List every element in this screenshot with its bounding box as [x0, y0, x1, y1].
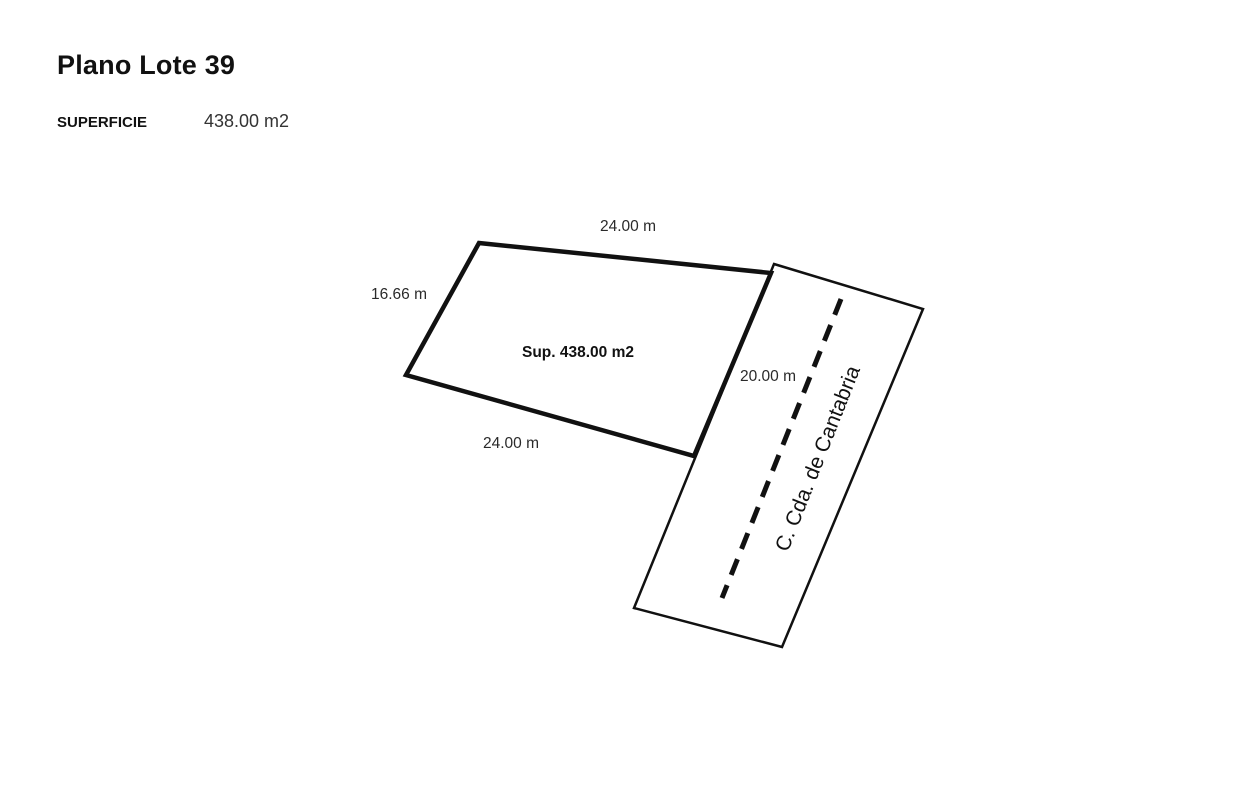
area-label: SUPERFICIE [57, 114, 148, 131]
dimension-bottom: 24.00 m [483, 435, 539, 452]
street-centerline [719, 298, 844, 599]
area-value: 438.00 m2 [204, 111, 290, 131]
street-strip [632, 262, 925, 649]
page-title: Plano Lote 39 [57, 50, 236, 80]
lot-boundary [402, 240, 775, 459]
dimension-top: 24.00 m [600, 218, 656, 235]
street-name-label: C. Cda. de Cantabria [771, 362, 865, 554]
dimension-right: 20.00 m [740, 368, 796, 385]
area-summary: SUPERFICIE 438.00 m2 [57, 111, 289, 132]
lot-area-label: Sup. 438.00 m2 [522, 344, 634, 361]
dimension-left: 16.66 m [371, 286, 427, 303]
